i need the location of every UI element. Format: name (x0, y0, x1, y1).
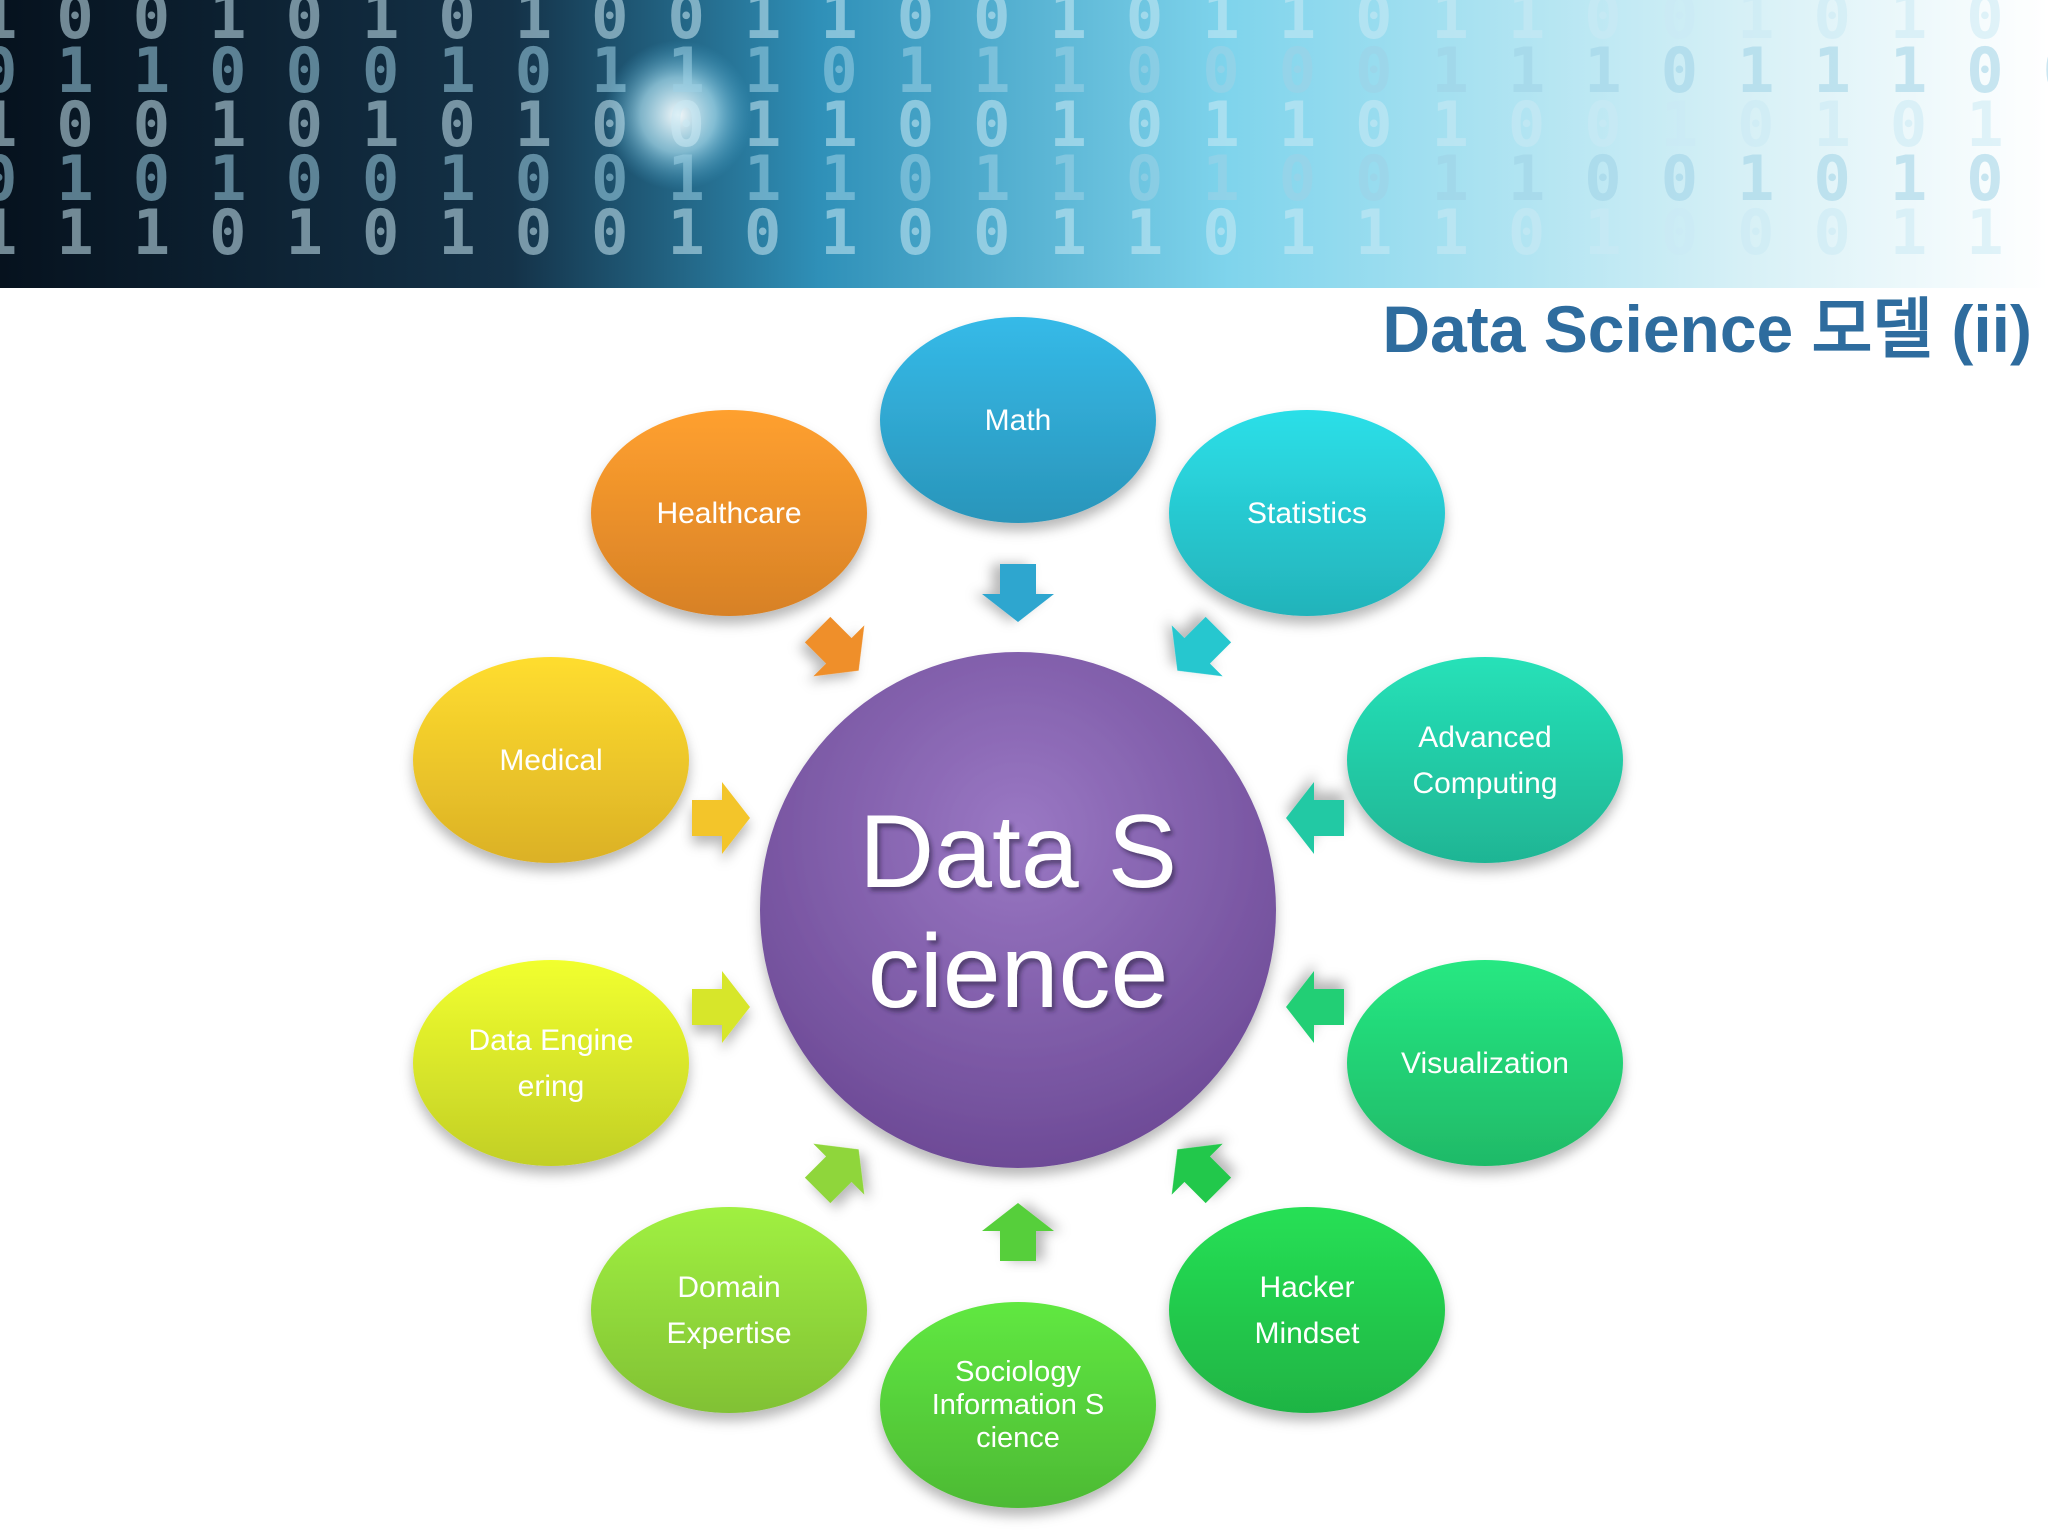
node-ellipse-domain-expertise (591, 1207, 867, 1413)
node-data-engineering: Data Engine ering (413, 960, 689, 1166)
center-circle-data-science (760, 652, 1276, 1168)
node-label-math: Math (985, 404, 1052, 437)
node-label-line: Domain (677, 1271, 780, 1304)
node-medical: Medical (413, 657, 689, 863)
node-visualization: Visualization (1347, 960, 1623, 1166)
node-label-line: Computing (1412, 767, 1557, 800)
node-label-line: Medical (499, 744, 602, 777)
arrow-domain-expertise (804, 1143, 865, 1204)
node-label-line: Sociology (955, 1356, 1081, 1388)
node-ellipse-statistics (1169, 410, 1445, 616)
arrow-data-engineering (692, 971, 750, 1043)
node-label-line: ering (518, 1070, 585, 1103)
node-healthcare: Healthcare (591, 410, 867, 616)
node-label-line: Data Engine (468, 1024, 633, 1057)
node-label-statistics: Statistics (1247, 497, 1367, 530)
arrow-statistics (1171, 616, 1232, 677)
node-label-line: Information S (932, 1389, 1104, 1421)
header-banner: 1001010100110010110110010101011000101110… (0, 0, 2048, 288)
node-ellipse-data-engineering (413, 960, 689, 1166)
node-label-medical: Medical (499, 744, 602, 777)
node-label-line: Hacker (1259, 1271, 1354, 1304)
node-label-line: Math (985, 404, 1052, 437)
node-label-line: Advanced (1418, 721, 1551, 754)
binary-banner-image: 1001010100110010110110010101011000101110… (0, 0, 2048, 288)
node-label-line: Mindset (1254, 1317, 1360, 1350)
node-label-data-engineering: Data Engine ering (468, 1024, 633, 1103)
node-ellipse-hacker-mindset (1169, 1207, 1445, 1413)
node-statistics: Statistics (1169, 410, 1445, 616)
page-title: Data Science 모델 (ii) (1382, 292, 2032, 366)
node-ellipse-advanced-computing (1347, 657, 1623, 863)
center-label-line: Data S (859, 794, 1177, 910)
node-label-visualization: Visualization (1401, 1047, 1569, 1080)
node-label-line: Visualization (1401, 1047, 1569, 1080)
node-label-line: cience (976, 1422, 1060, 1454)
arrow-hacker-mindset (1171, 1143, 1232, 1204)
arrow-math (982, 564, 1054, 622)
node-label-line: Expertise (666, 1317, 791, 1350)
node-label-line: Healthcare (656, 497, 801, 530)
node-ellipse-healthcare (591, 410, 867, 616)
node-ellipse-medical (413, 657, 689, 863)
node-label-line: Statistics (1247, 497, 1367, 530)
arrow-advanced-computing (1286, 782, 1344, 854)
arrow-healthcare (804, 616, 865, 677)
arrow-medical (692, 782, 750, 854)
node-ellipse-visualization (1347, 960, 1623, 1166)
node-ellipse-math (880, 317, 1156, 523)
center-label-line: cience (868, 914, 1169, 1030)
arrow-sociology (982, 1203, 1054, 1261)
arrow-visualization (1286, 971, 1344, 1043)
node-ellipse-sociology (880, 1302, 1156, 1508)
node-label-healthcare: Healthcare (656, 497, 801, 530)
node-math: Math (880, 317, 1156, 523)
